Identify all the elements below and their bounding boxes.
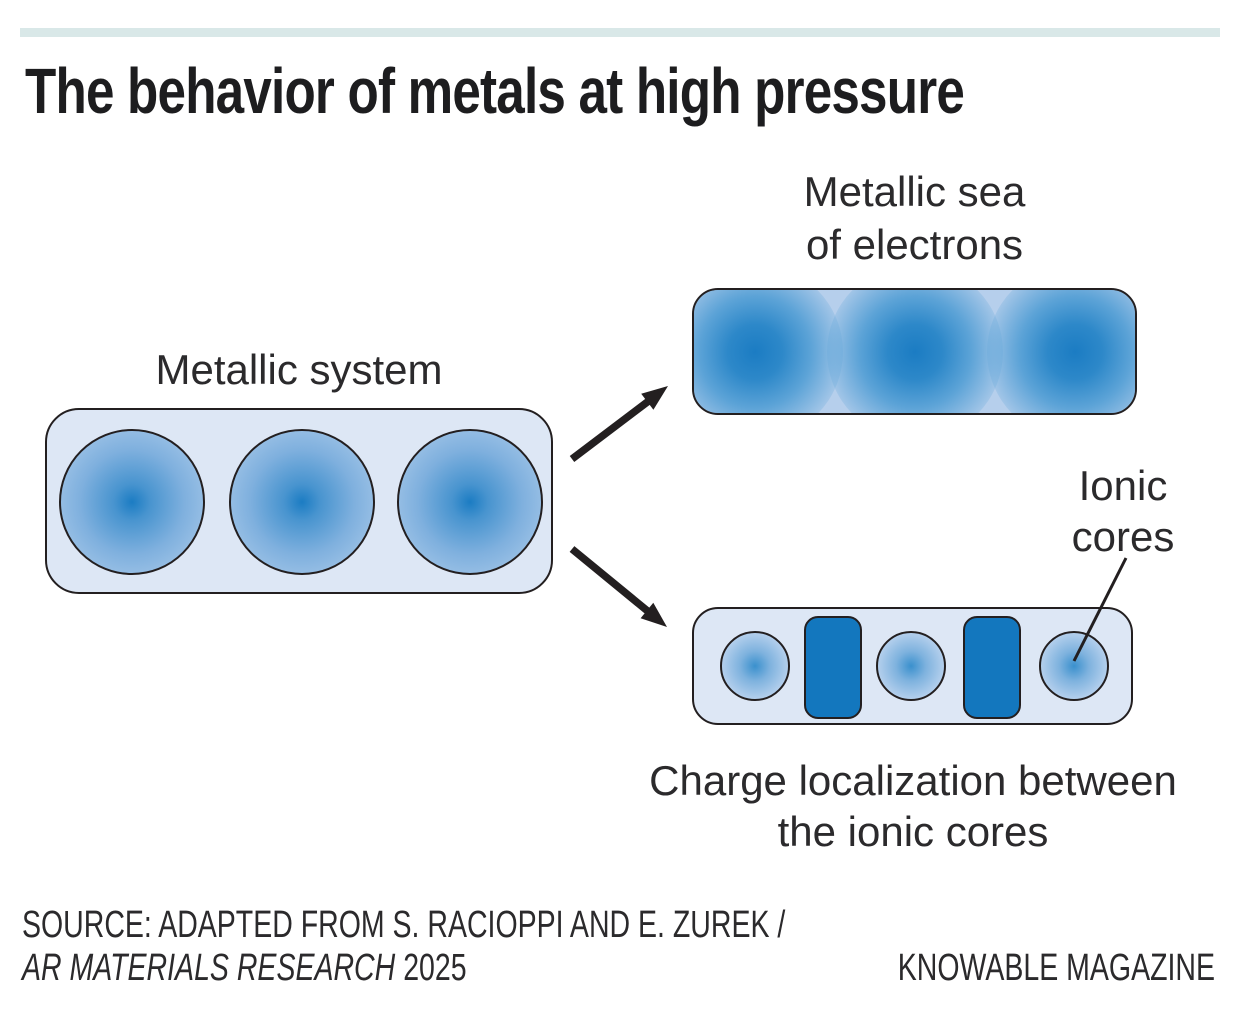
source-line-1: SOURCE: ADAPTED FROM S. RACIOPPI AND E. … xyxy=(22,904,786,946)
metallic-system-label-text: Metallic system xyxy=(155,346,443,393)
metallic-sea-label-line2: of electrons xyxy=(805,220,1024,268)
metallic-sea-label-line1: Metallic sea xyxy=(803,168,1026,215)
ionic-cores-label: Ionic cores xyxy=(1038,460,1208,562)
atom-circle xyxy=(229,429,375,575)
metallic-sea-box xyxy=(692,288,1137,415)
ionic-core-circle xyxy=(1039,631,1109,701)
charge-localization-box xyxy=(692,607,1133,725)
metallic-system-box xyxy=(45,408,553,594)
metallic-system-label: Metallic system xyxy=(45,344,553,396)
ionic-core-circle xyxy=(720,631,790,701)
charge-localization-label: Charge localization between the ionic co… xyxy=(612,755,1214,857)
arrow-up-right xyxy=(569,386,668,462)
accent-bar xyxy=(20,28,1220,37)
source-journal: AR MATERIALS RESEARCH xyxy=(22,947,396,989)
metallic-sea-label: Metallic sea of electrons xyxy=(692,166,1137,272)
charge-localization-line2: the ionic cores xyxy=(777,808,1049,856)
arrow-down-right-shaft xyxy=(569,546,653,616)
charge-localization-line1: Charge localization between xyxy=(649,757,1177,804)
ionic-core-circle xyxy=(876,631,946,701)
electron-blob xyxy=(694,290,843,413)
ionic-cores-label-line2: cores xyxy=(1071,513,1175,561)
ionic-cores-label-line1: Ionic xyxy=(1078,462,1168,509)
page-title: The behavior of metals at high pressure xyxy=(25,55,965,127)
localized-charge-rect xyxy=(804,616,862,719)
source-year: 2025 xyxy=(403,947,467,989)
atom-circle xyxy=(397,429,543,575)
arrow-up-right-shaft xyxy=(569,397,653,462)
electron-blob xyxy=(987,290,1135,413)
arrow-down-right xyxy=(569,546,667,627)
brand-credit: KNOWABLE MAGAZINE xyxy=(897,947,1215,989)
electron-blob xyxy=(827,290,1003,413)
localized-charge-rect xyxy=(963,616,1021,719)
arrow-up-right-head xyxy=(641,386,668,410)
arrow-down-right-head xyxy=(640,602,667,627)
atom-circle xyxy=(59,429,205,575)
